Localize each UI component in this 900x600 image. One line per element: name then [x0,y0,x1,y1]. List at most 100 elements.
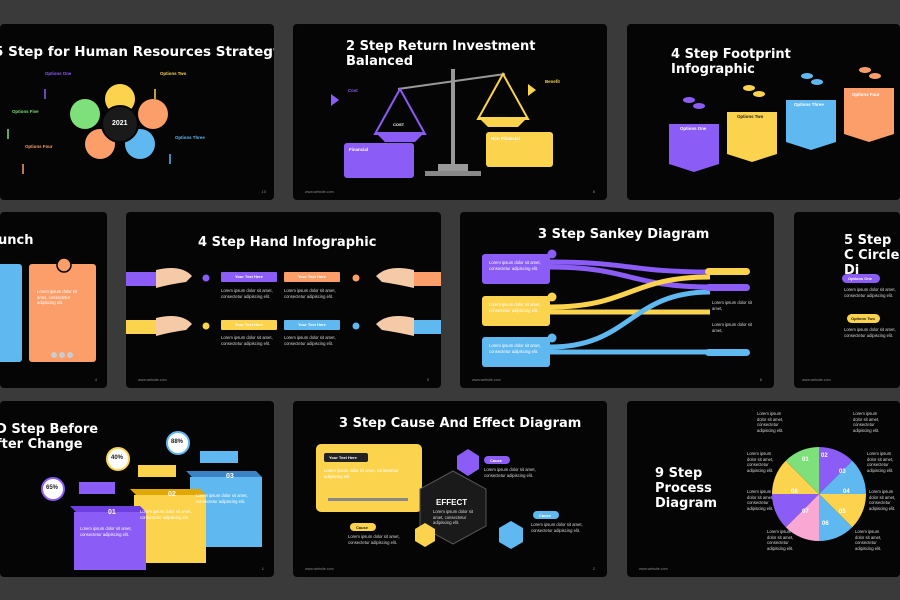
page-number: 2 [592,566,595,571]
sankey-flows [546,248,750,356]
text-3: Lorem ipsum dolor sit amet, consectetur … [221,335,273,346]
option-two-label: Options Two [851,316,875,321]
sankey-yellow-text: Lorem ipsum dolor sit amet, consectetur … [489,302,541,313]
cause-pill-purple: Cause [484,456,510,464]
balance-scale [331,69,536,176]
non-financial-label: Non Financial [491,136,520,141]
sankey-blue: Lorem ipsum dolor sit amet, consectetur … [482,337,550,367]
slide-footprint[interactable]: 4 Step Footprint Infographic Options One… [627,24,900,200]
flower-diagram [7,84,171,174]
wheel-num-02: 02 [821,453,828,459]
slide-cause-effect[interactable]: 3 Step Cause And Effect Diagram Your Tex… [293,401,607,577]
page-number: 6 [759,377,762,382]
wheel-num-07: 07 [802,509,809,515]
badge-text: Your Text Here [235,274,263,279]
badge-purple: Your Text Here [221,272,277,282]
option-five-label: Options Five [12,109,39,114]
cause-pill-blue: Cause [533,511,559,519]
footer-url: www.website.com [305,567,334,571]
badge-text: Your Text Here [298,322,326,327]
cost-tag: COST [393,122,405,127]
step-01-text: Lorem ipsum dolor sit amet, consectetur … [80,526,132,537]
sankey-purple: Lorem ipsum dolor sit amet, consectetur … [482,254,550,284]
cause-text-2: Lorem ipsum dolor sit amet, consectetur … [348,534,400,545]
benefit-tag: BENEFIT [491,113,509,118]
sankey-yellow: Lorem ipsum dolor sit amet, consectetur … [482,296,550,326]
cause-text-1: Lorem ipsum dolor sit amet, consectetur … [484,467,536,478]
financial-box: Financial [344,143,414,178]
effect-diagram [328,449,523,549]
footer-url: www.website.com [472,378,501,382]
slide-title: 5 Step C Circle Di [844,233,900,278]
cost-label: Cost [348,88,358,93]
option-two-label: Options Two [737,114,764,119]
slide-before-after[interactable]: D Step Before fter Change 65% 40% 88% 01… [0,401,274,577]
step-03-text: Lorem ipsum dolor sit amet, consectetur … [196,493,248,504]
step-03: 03 [226,473,234,480]
effect-text: Lorem ipsum dolor sit amet, consectetur … [433,509,474,526]
wheel-text-3: Lorem ipsum dolor sit amet, consectetur … [747,451,774,474]
option-four-label: Options Four [25,144,53,149]
footer-url: www.website.com [305,190,334,194]
sankey-right-1: Lorem ipsum dolor sit amet, [712,300,753,311]
effect-center: EFFECT [436,498,468,507]
slide-title: 4 Step Hand Infographic [198,235,377,250]
wheel-text-1: Lorem ipsum dolor sit amet, consectetur … [757,411,784,434]
slide-launch[interactable]: unch Lorem ipsum dolor sit amet, consect… [0,212,107,388]
percent-40: 40% [111,455,124,461]
benefit-label: Benefit [545,79,560,84]
sankey-right-2: Lorem ipsum dolor sit amet, [712,322,753,333]
cause-label: Cause [356,524,369,530]
option-two-label: Options Two [160,71,187,76]
sankey-purple-text: Lorem ipsum dolor sit amet, consectetur … [489,260,541,271]
text-2: Lorem ipsum dolor sit amet, consectetur … [284,288,336,299]
step-02: 02 [168,491,176,498]
orange-card: Lorem ipsum dolor sit amet, consectetur … [29,264,96,362]
block-steps [41,431,262,570]
wheel-num-04: 04 [843,489,850,495]
slide-title: 3 Step Cause And Effect Diagram [339,416,582,431]
slide-title: D Step Before fter Change [0,422,99,452]
wheel-text-7: Lorem ipsum dolor sit amet, consectetur … [767,529,794,552]
slide-return-investment[interactable]: 2 Step Return Investment Balanced COST B… [293,24,607,200]
badge: Your Text Here [324,453,368,462]
slide-title: 9 Step Process Diagram [655,466,718,511]
footprint-arrows [669,67,894,172]
footer-url: www.website.com [802,378,831,382]
badge-text: Your Text Here [235,322,263,327]
option-two-pill: Options Two [847,314,880,323]
wheel-text-2: Lorem ipsum dolor sit amet, consectetur … [853,411,880,434]
option-one-label: Options One [680,126,707,131]
sankey-blue-text: Lorem ipsum dolor sit amet, consectetur … [489,343,541,354]
wheel-text-5: Lorem ipsum dolor sit amet, consectetur … [747,489,774,512]
slide-sankey[interactable]: 3 Step Sankey Diagram Lorem ipsum dolor … [460,212,774,388]
wheel-text-6: Lorem ipsum dolor sit amet, consectetur … [869,489,896,512]
option-one-label: Options One [45,71,72,76]
slide-title: 5 Step for Human Resources Strategy [0,44,274,60]
text-1: Lorem ipsum dolor sit amet, consectetur … [221,288,273,299]
option-three-label: Options Three [175,135,205,140]
wheel-num-03: 03 [839,469,846,475]
slide-title: 3 Step Sankey Diagram [538,227,710,242]
step-01: 01 [108,509,116,516]
text-4: Lorem ipsum dolor sit amet, consectetur … [284,335,336,346]
page-number: 8 [592,189,595,194]
wheel-num-08: 08 [791,489,798,495]
slide-process-diagram[interactable]: 9 Step Process Diagram 01 02 03 04 05 06… [627,401,900,577]
cause-label: Cause [490,457,503,463]
option-one-pill: Options One [842,274,880,283]
slide-hand-infographic[interactable]: 4 Step Hand Infographic Your Text Here Y… [126,212,441,388]
slide-title: 2 Step Return Investment Balanced [346,39,536,69]
slide-title: 4 Step Footprint Infographic [671,47,791,77]
page-number: 10 [261,189,266,194]
hand-pointers [126,268,441,336]
wheel-text-8: Lorem ipsum dolor sit amet, consectetur … [855,529,882,552]
option-one-label: Options One [848,276,872,281]
option-four-label: Options Four [852,92,880,97]
badge-text: Your Text Here [298,274,326,279]
option-two-text: Lorem ipsum dolor sit amet, consectetur … [844,327,896,338]
financial-label: Financial [349,147,369,152]
slide-hr-strategy[interactable]: 5 Step for Human Resources Strategy 2021… [0,24,274,200]
slide-circle-diagram[interactable]: 5 Step C Circle Di Options One Lorem ips… [794,212,900,388]
option-three-label: Options Three [794,102,824,107]
